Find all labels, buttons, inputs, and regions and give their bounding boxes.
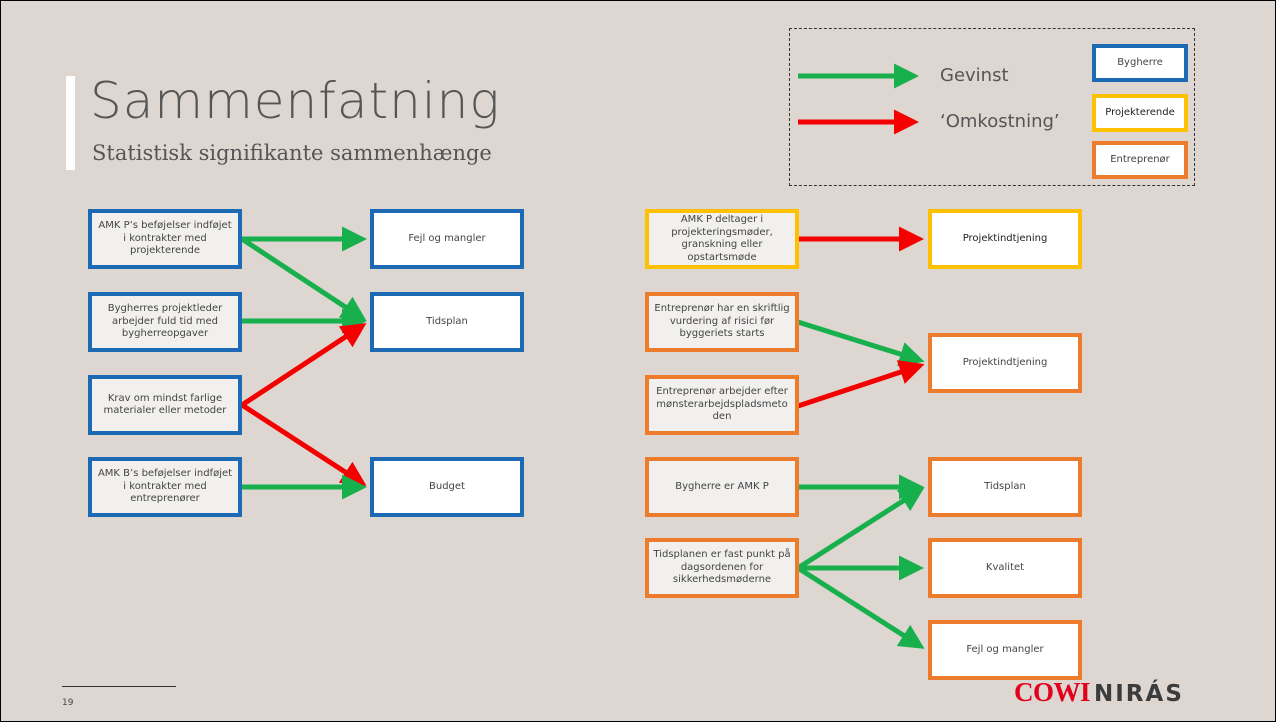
source-box-amkb-kontrakter: AMK B’s beføjelser indføjet i kontrakter… xyxy=(88,457,242,517)
target-box-fejl-og-mangler: Fejl og mangler xyxy=(370,209,524,269)
target-box-tidsplan: Tidsplan xyxy=(370,292,524,352)
source-box-projektleder: Bygherres projektleder arbejder fuld tid… xyxy=(88,292,242,352)
source-box-farlige-materialer: Krav om mindst farlige materialer eller … xyxy=(88,375,242,435)
page-number: 19 xyxy=(62,698,74,708)
target-box-budget: Budget xyxy=(370,457,524,517)
arrow-cost xyxy=(240,402,367,486)
target-box-fejl-og-mangler: Fejl og mangler xyxy=(928,620,1082,680)
niras-logo: NIRÁS xyxy=(1094,681,1184,707)
source-box-monsterarbejdsplads: Entreprenør arbejder efter mønsterarbejd… xyxy=(645,375,799,435)
legend-role-entreprenor: Entreprenør xyxy=(1092,141,1188,179)
legend-cost-label: ‘Omkostning’ xyxy=(940,111,1060,132)
target-box-projektindtjening: Projektindtjening xyxy=(928,209,1082,269)
arrow-gain xyxy=(797,319,925,367)
source-box-amkp-deltager: AMK P deltager i projekteringsmøder, gra… xyxy=(645,209,799,269)
legend-role-projekterende: Projekterende xyxy=(1092,94,1188,132)
title-accent-bar xyxy=(66,76,75,170)
source-box-bygherre-amkp: Bygherre er AMK P xyxy=(645,457,799,517)
source-box-tidsplan-dagsorden: Tidsplanen er fast punkt på dagsordenen … xyxy=(645,538,799,598)
target-box-kvalitet: Kvalitet xyxy=(928,538,1082,598)
legend xyxy=(789,28,1195,186)
cowi-logo: COWI xyxy=(1014,677,1091,707)
legend-gain-label: Gevinst xyxy=(940,65,1009,86)
target-box-tidsplan: Tidsplan xyxy=(928,457,1082,517)
arrow-gain xyxy=(796,487,925,571)
arrow-gain xyxy=(240,236,367,321)
source-box-risikovurdering: Entreprenør har en skriftlig vurdering a… xyxy=(645,292,799,352)
source-box-amkp-kontrakter: AMK P’s beføjelser indføjet i kontrakter… xyxy=(88,209,242,269)
arrow-cost xyxy=(797,360,925,409)
footer-divider xyxy=(62,686,176,687)
page-subtitle: Statistisk signifikante sammenhænge xyxy=(92,141,492,165)
legend-role-bygherre: Bygherre xyxy=(1092,44,1188,82)
arrow-gain xyxy=(796,565,925,649)
page-title: Sammenfatning xyxy=(90,72,501,130)
target-box-projektindtjening: Projektindtjening xyxy=(928,333,1082,393)
arrow-cost xyxy=(240,323,367,408)
